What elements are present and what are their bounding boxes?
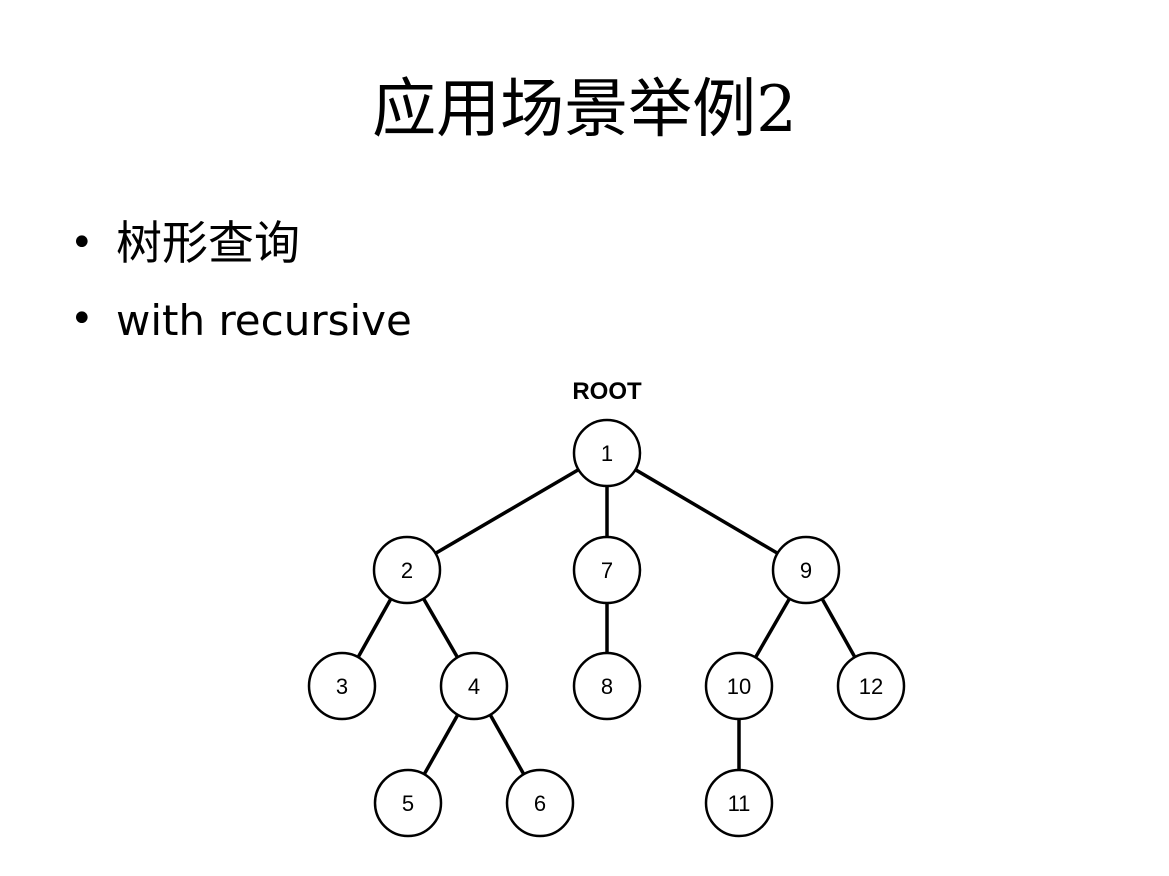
tree-node-circle bbox=[771, 535, 841, 605]
tree-edge-1-9 bbox=[606, 451, 807, 572]
bullet-marker: • bbox=[70, 296, 94, 342]
tree-node-circle bbox=[704, 651, 774, 721]
tree-node-7: 7 bbox=[572, 535, 642, 605]
tree-node-10: 10 bbox=[704, 651, 774, 721]
tree-node-8: 8 bbox=[572, 651, 642, 721]
tree-node-12: 12 bbox=[836, 651, 906, 721]
tree-node-label: 8 bbox=[601, 674, 613, 699]
tree-node-label: 1 bbox=[601, 441, 613, 466]
tree-node-label: 11 bbox=[728, 791, 751, 816]
tree-node-label: 5 bbox=[402, 791, 414, 816]
tree-node-2: 2 bbox=[372, 535, 442, 605]
tree-node-label: 4 bbox=[468, 674, 480, 699]
tree-node-label: 9 bbox=[800, 558, 812, 583]
tree-node-11: 11 bbox=[704, 768, 774, 838]
tree-node-label: 3 bbox=[336, 674, 348, 699]
bullet-with-recursive: • with recursive bbox=[70, 286, 412, 362]
bullet-text: with recursive bbox=[116, 296, 412, 345]
tree-node-label: 2 bbox=[401, 558, 413, 583]
bullet-marker: • bbox=[70, 220, 94, 266]
tree-node-circle bbox=[704, 768, 774, 838]
tree-node-circle bbox=[307, 651, 377, 721]
tree-node-9: 9 bbox=[771, 535, 841, 605]
tree-edges bbox=[340, 451, 873, 804]
tree-node-circle bbox=[572, 535, 642, 605]
tree-node-label: 6 bbox=[534, 791, 546, 816]
tree-node-label: 12 bbox=[859, 674, 883, 699]
tree-node-6: 6 bbox=[505, 768, 575, 838]
tree-node-circle bbox=[572, 651, 642, 721]
bullet-text: 树形查询 bbox=[116, 216, 300, 270]
tree-node-4: 4 bbox=[439, 651, 509, 721]
tree-node-5: 5 bbox=[373, 768, 443, 838]
tree-edge-1-2 bbox=[406, 451, 608, 572]
tree-node-3: 3 bbox=[307, 651, 377, 721]
bullet-list: • 树形查询 • with recursive bbox=[70, 210, 412, 362]
tree-node-label: 7 bbox=[601, 558, 613, 583]
tree-node-1: 1 bbox=[572, 418, 642, 488]
slide-title: 应用场景举例2 bbox=[372, 73, 797, 147]
tree-node-circle bbox=[505, 768, 575, 838]
root-label: ROOT bbox=[572, 378, 642, 405]
bullet-tree-query: • 树形查询 bbox=[70, 210, 412, 286]
tree-node-circle bbox=[836, 651, 906, 721]
tree-node-circle bbox=[439, 651, 509, 721]
tree-node-label: 10 bbox=[727, 674, 751, 699]
tree-node-circle bbox=[373, 768, 443, 838]
tree-node-circle bbox=[572, 418, 642, 488]
tree-node-circle bbox=[372, 535, 442, 605]
